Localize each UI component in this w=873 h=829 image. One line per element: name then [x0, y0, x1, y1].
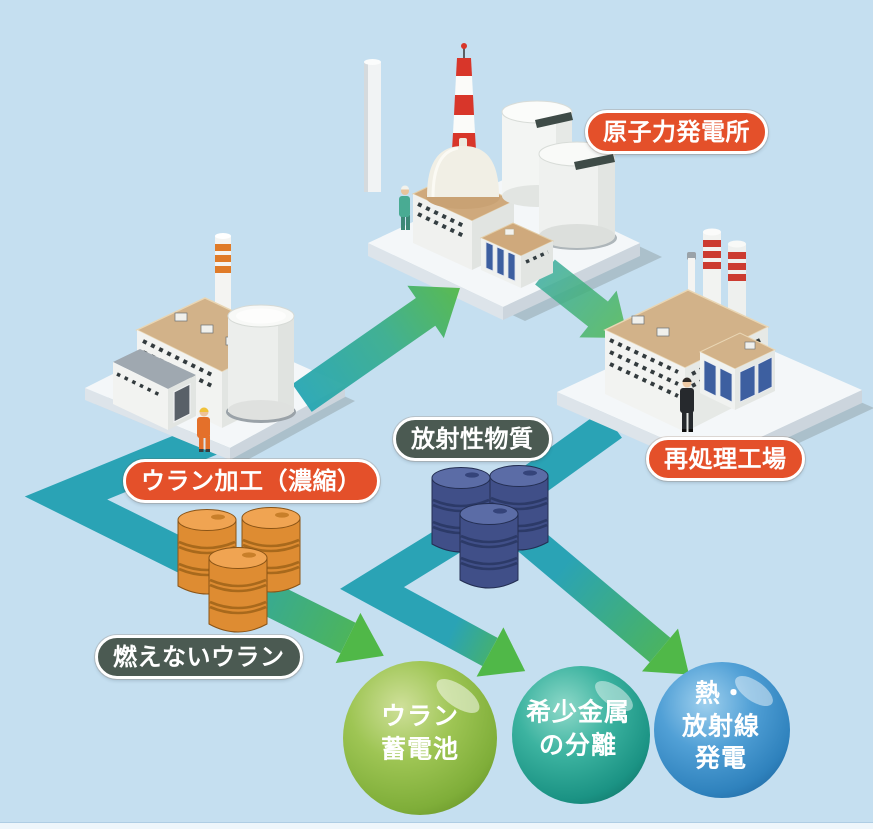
white-tank: [226, 304, 296, 423]
nuclear-plant-illustration: [364, 43, 617, 288]
factory-small-building: [113, 349, 196, 430]
arrowhead-to-uranium-battery: [335, 612, 384, 664]
transmission-tower-icon: [452, 43, 476, 150]
label-heat-radiation-power: 熱・ 放射線 発電: [681, 678, 761, 773]
label-rare-metal-separation: 希少金属 の分離: [525, 697, 631, 760]
label-radioactive-material: 放射性物質: [393, 417, 552, 462]
worker-green: [399, 185, 410, 230]
rare-metal-sphere: [512, 666, 650, 804]
arrow-nuclear-to-reprocessing: [535, 259, 628, 338]
label-unburnable-uranium: 燃えないウラン: [95, 635, 303, 680]
uranium-battery-sphere: [343, 661, 497, 815]
arrowhead-to-rare-metal: [476, 627, 526, 677]
label-nuclear-plant: 原子力発電所: [585, 110, 768, 155]
cooling-stack: [364, 59, 381, 192]
heat-radiation-sphere: [654, 662, 790, 798]
label-uranium-battery: ウラン 蓄電池: [380, 701, 460, 764]
engineer-black-suit: [680, 377, 694, 432]
turbine-building: [479, 222, 555, 288]
blue-drums-icon: [432, 465, 548, 588]
reprocessing-annex-building: [698, 332, 777, 410]
reprocessing-plant-illustration: [603, 228, 777, 432]
storage-tank-front: [537, 141, 617, 250]
arrow-uranium-to-nuclear: [292, 285, 460, 412]
label-reprocessing-plant: 再処理工場: [646, 437, 805, 482]
arrowhead-to-heat-radiation: [642, 628, 689, 675]
uranium-plant-illustration: [113, 233, 296, 452]
worker-orange: [197, 407, 210, 452]
page-bottom-strip: [0, 822, 873, 829]
label-uranium-processing: ウラン加工（濃縮）: [123, 459, 380, 504]
